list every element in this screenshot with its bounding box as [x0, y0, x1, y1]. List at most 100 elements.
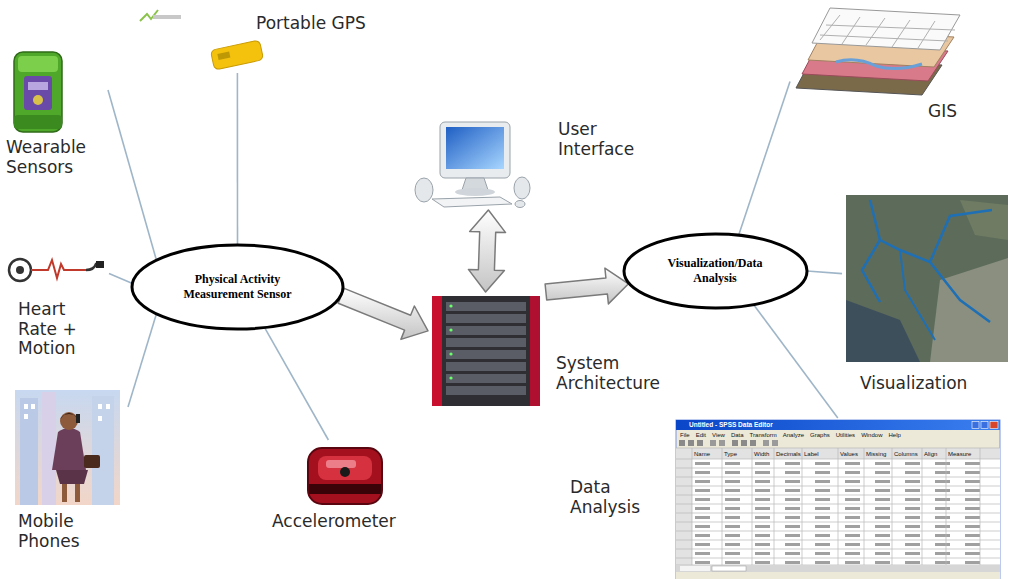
- wearable-sensor: [14, 52, 62, 132]
- window-title: Untitled - SPSS Data Editor: [689, 422, 773, 429]
- caption-group: Accelerometer: [272, 512, 417, 532]
- system-architecture-node: System Architecture: [428, 292, 690, 410]
- server-rack: [432, 296, 540, 406]
- wearable-sensor: [14, 115, 62, 129]
- caption-group: Data Analysis: [570, 478, 660, 517]
- server-rack: [446, 350, 526, 359]
- server-rack: [530, 296, 540, 406]
- logo-mark: [140, 10, 181, 21]
- server-rack: [449, 352, 452, 355]
- computer-icon: [515, 201, 525, 208]
- mobile-phone-photo: [15, 390, 120, 505]
- accelerometer-device: [309, 484, 381, 494]
- menu-item: View: [712, 432, 725, 438]
- menu-item: Edit: [696, 432, 706, 438]
- accelerometer-device: [326, 460, 356, 468]
- spss-screenshot: [710, 440, 716, 446]
- connector-line: [109, 274, 132, 284]
- block-arrow: [545, 268, 628, 304]
- spss-screenshot: [990, 422, 998, 429]
- oval-outline: [132, 245, 343, 329]
- mobile-phone-photo: [24, 404, 28, 409]
- caption-group: Visualization: [860, 374, 1000, 394]
- heart-rate-monitor: [31, 260, 86, 278]
- mobile-phone-photo: [60, 413, 78, 420]
- accelerometer-device: [308, 448, 382, 504]
- mobile-phone-photo: [84, 455, 100, 468]
- server-rack: [446, 302, 526, 311]
- oval-outline: [624, 234, 807, 308]
- visualization-node: Visualization: [842, 192, 1010, 396]
- menu-item: Help: [888, 432, 900, 438]
- column-header: Values: [840, 451, 858, 457]
- caption-text: Visualization: [860, 374, 1000, 394]
- caption-text: Data Analysis: [570, 478, 660, 517]
- oval-text: Physical Activity Measurement Sensor: [168, 272, 308, 302]
- mobile-phone-photo: [24, 414, 28, 419]
- caption-text: User Interface: [558, 120, 653, 159]
- caption-text: Wearable Sensors: [6, 138, 106, 177]
- mobile-phone-photo: [62, 484, 67, 502]
- column-header: Name: [694, 451, 710, 457]
- caption-group: Portable GPS: [256, 14, 406, 34]
- satellite-map: [930, 258, 1008, 362]
- heart-rate-node: Heart Rate + Motion: [4, 250, 109, 368]
- data-analysis-node: Data Analysis: [560, 418, 1008, 579]
- server-rack: [446, 362, 526, 371]
- server-rack: [446, 338, 526, 347]
- oval-label: Physical Activity Measurement Sensor: [168, 272, 308, 302]
- caption-text: GIS: [928, 102, 978, 122]
- satellite-map: [960, 200, 1008, 240]
- mobile-phone-photo: [15, 390, 120, 505]
- connector-line: [108, 90, 156, 260]
- user-interface-node: User Interface: [410, 110, 655, 210]
- connector-line: [754, 305, 838, 418]
- spss-screenshot: [688, 440, 694, 446]
- spss-screenshot: [719, 440, 725, 446]
- caption-group: Heart Rate + Motion: [18, 300, 94, 359]
- caption-text: Heart Rate + Motion: [18, 300, 94, 359]
- server-rack: [446, 314, 526, 323]
- mobile-phone-photo: [92, 396, 114, 505]
- computer-icon: [514, 177, 530, 199]
- wearable-sensor: [33, 95, 43, 105]
- satellite-map: [930, 210, 992, 262]
- accelerometer-device: [318, 456, 372, 480]
- wearable-node: Wearable Sensors: [4, 48, 108, 188]
- mobile-phone-photo: [76, 414, 80, 423]
- connector-line: [128, 314, 156, 407]
- gis-layers: [836, 60, 922, 69]
- spss-screenshot: [676, 565, 1000, 572]
- accelerometer-device: [340, 467, 350, 477]
- column-header: Width: [754, 451, 769, 457]
- computer-icon: [446, 127, 504, 169]
- satellite-map: [846, 195, 1008, 362]
- analysis-oval: Visualization/Data Analysis: [622, 232, 809, 310]
- satellite-map: [846, 195, 1008, 362]
- wearable-sensor: [14, 52, 62, 132]
- spss-screenshot: [732, 440, 738, 446]
- column-header: Label: [804, 451, 819, 457]
- mobile-phone-photo: [98, 404, 102, 409]
- menu-item: File: [680, 432, 690, 438]
- computer-icon: [440, 122, 510, 178]
- spss-screenshot: [697, 440, 703, 446]
- spss-screenshot: [676, 420, 1000, 430]
- menu-item: Utilities: [836, 432, 855, 438]
- spss-screenshot: [692, 448, 980, 565]
- heart-rate-monitor: [9, 259, 31, 281]
- gis-layers: [820, 15, 955, 48]
- spss-screenshot: [676, 572, 1000, 579]
- gis-layers: [796, 8, 960, 95]
- accelerometer-node: Accelerometer: [268, 440, 419, 540]
- wearable-sensor: [18, 56, 58, 72]
- gis-layers: [812, 8, 960, 50]
- server-rack: [446, 326, 526, 335]
- gps-device: [217, 52, 230, 60]
- heart-rate-monitor: [96, 261, 104, 268]
- column-header: Type: [724, 451, 737, 457]
- server-rack: [432, 296, 540, 406]
- caption-group: GIS: [928, 102, 978, 122]
